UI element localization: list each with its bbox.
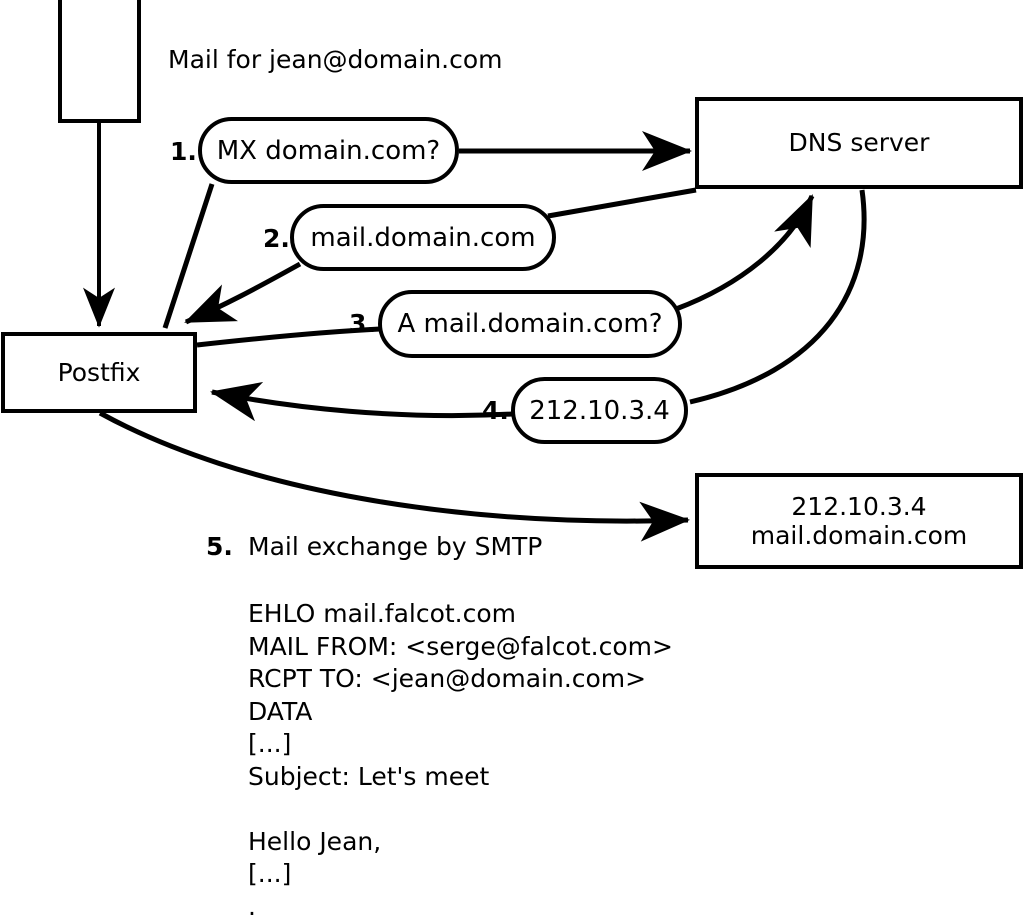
edge-step3-to-dns <box>675 194 815 312</box>
smtp-transcript-line: Hello Jean, <box>248 826 382 856</box>
smtp-transcript-line: DATA <box>248 696 313 726</box>
step-4-message-bubble: 212.10.3.4 <box>511 377 688 444</box>
step-4-number: 4. <box>482 396 509 425</box>
step-2-message-label: mail.domain.com <box>310 222 536 253</box>
smtp-transcript-line: EHLO mail.falcot.com <box>248 599 517 628</box>
edge-step1-tail <box>162 183 215 329</box>
smtp-transcript-line: . <box>248 891 256 919</box>
step-5-label: Mail exchange by SMTP <box>248 532 543 561</box>
smtp-transcript-line <box>248 793 673 826</box>
smtp-transcript-line: Subject: Let's meet <box>248 761 490 791</box>
edge-step2-from-dns <box>547 187 697 219</box>
smtp-transcript-line: MAIL FROM: <serge@falcot.com> <box>248 631 673 661</box>
step-3-message-bubble: A mail.domain.com? <box>378 290 682 358</box>
remote-mail-server-ip: 212.10.3.4 <box>791 491 927 521</box>
smtp-transcript-line: RCPT TO: <jean@domain.com> <box>248 664 647 693</box>
smtp-transcript-line: [...] <box>248 729 292 758</box>
step-1-message-label: MX domain.com? <box>216 135 441 166</box>
diagram-title: Mail for jean@domain.com <box>168 45 503 74</box>
step-4-message-label: 212.10.3.4 <box>529 395 670 426</box>
postfix-node: Postfix <box>1 332 197 413</box>
edge-step3-tail <box>196 326 381 348</box>
edge-step2-to-postfix <box>184 261 302 325</box>
step-2-message-bubble: mail.domain.com <box>290 204 556 271</box>
edge-step4-to-postfix <box>210 382 513 422</box>
remote-mail-server-node: 212.10.3.4 mail.domain.com <box>695 473 1023 569</box>
remote-mail-server-hostname: mail.domain.com <box>750 521 968 550</box>
edge-step5-to-mailserver <box>98 410 690 542</box>
step-3-message-label: A mail.domain.com? <box>397 309 663 339</box>
step-1-message-bubble: MX domain.com? <box>198 117 459 184</box>
step-3-number: 3. <box>349 309 376 338</box>
client-node <box>58 0 141 123</box>
dns-server-node-label: DNS server <box>788 128 930 158</box>
postfix-node-label: Postfix <box>57 357 141 387</box>
dns-server-node: DNS server <box>695 97 1023 189</box>
step-1-number: 1. <box>170 137 197 166</box>
edge-step4-from-dns <box>689 189 867 405</box>
step-2-number: 2. <box>263 224 290 253</box>
step-5-number: 5. <box>206 532 233 561</box>
smtp-transcript-line: [...] <box>248 859 292 888</box>
